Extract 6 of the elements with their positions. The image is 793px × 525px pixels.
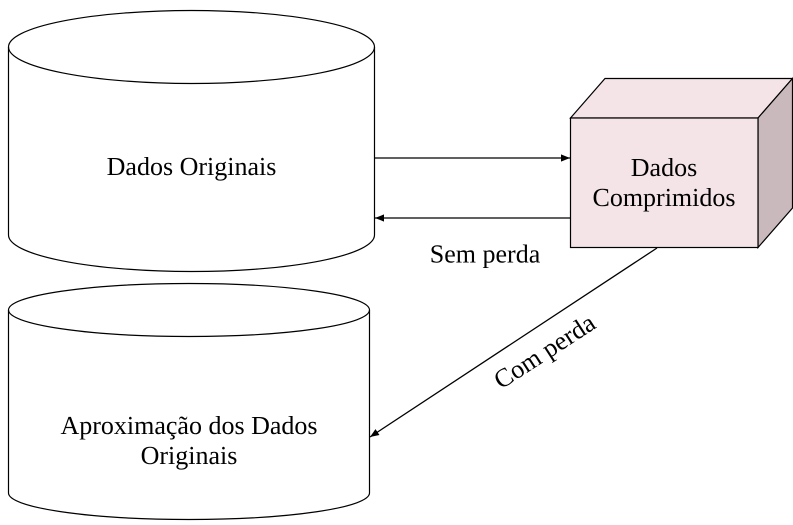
arrow xyxy=(375,214,570,222)
node-label: Dados Comprimidos xyxy=(591,153,736,213)
arrow xyxy=(375,154,570,162)
arrow xyxy=(370,247,658,438)
node-label: Aproximação dos Dados Originais xyxy=(59,410,319,470)
node-label: Dados Originais xyxy=(106,152,276,182)
